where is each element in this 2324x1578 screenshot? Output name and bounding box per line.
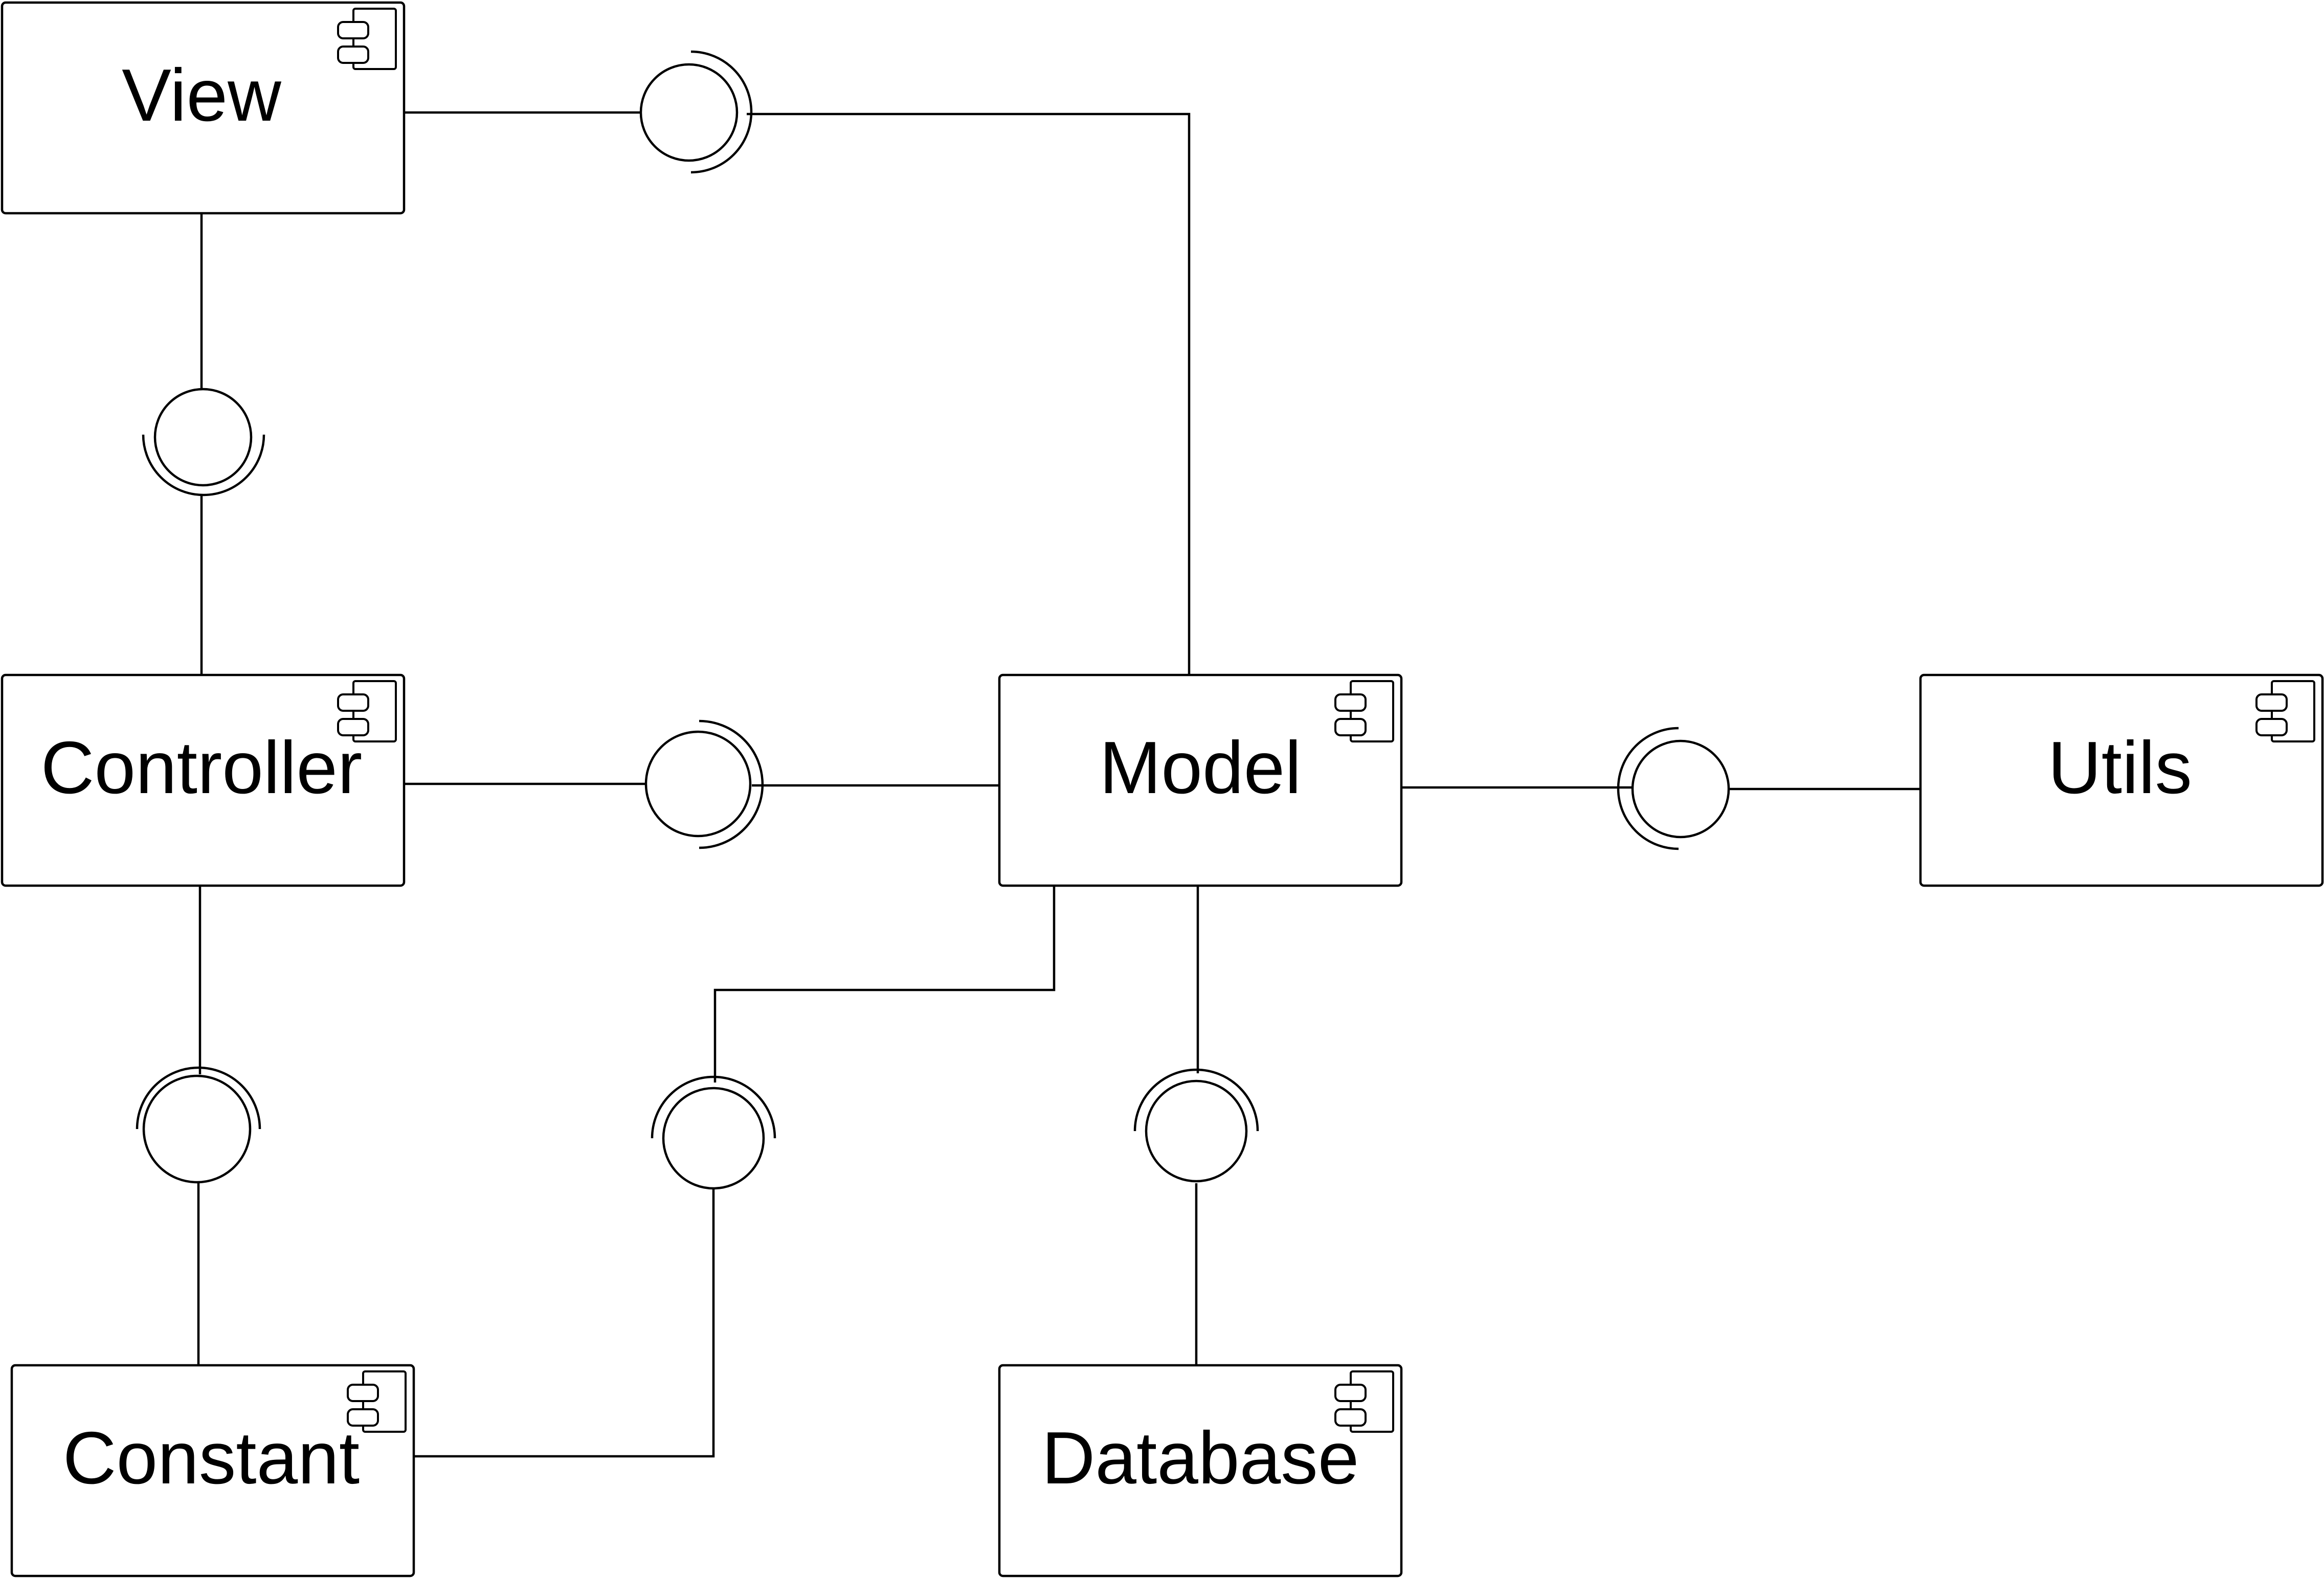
interface-socket — [651, 1075, 776, 1139]
component-box — [1919, 673, 2324, 887]
uml-component-icon — [347, 1370, 407, 1433]
component-box — [1, 1, 406, 215]
component-view[interactable]: View — [1, 1, 406, 215]
connector-model-database — [1195, 886, 1199, 1364]
interface-model-constant — [651, 1075, 776, 1190]
interface-ball — [639, 63, 739, 162]
connector-controller-model — [405, 782, 999, 787]
interface-model-database — [1133, 1068, 1259, 1183]
interface-ball — [1145, 1079, 1248, 1183]
connector-model-utils — [1401, 786, 1920, 791]
component-label-database: Database — [1042, 1416, 1359, 1499]
component-label-view: View — [122, 54, 282, 137]
component-database[interactable]: Database — [998, 1364, 1403, 1577]
interface-ball — [662, 1087, 765, 1190]
uml-component-icon — [2255, 680, 2315, 742]
uml-component-icon — [337, 680, 397, 742]
uml-component-icon — [1334, 680, 1394, 742]
component-model[interactable]: Model — [998, 673, 1403, 887]
interface-model-utils — [1617, 727, 1730, 850]
interface-socket — [136, 1066, 261, 1130]
interface-view-model — [639, 50, 753, 174]
component-label-constant: Constant — [63, 1416, 360, 1499]
uml-component-icon — [1334, 1370, 1394, 1433]
interfaces — [136, 50, 1730, 1190]
interface-ball — [1631, 739, 1730, 839]
interface-socket — [690, 50, 753, 174]
component-utils[interactable]: Utils — [1919, 673, 2324, 887]
component-label-controller: Controller — [41, 726, 363, 809]
uml-component-icon — [337, 8, 397, 70]
component-box — [998, 1364, 1403, 1577]
component-box — [1, 673, 406, 887]
connector-view-model — [405, 111, 1191, 674]
interface-ball — [142, 1074, 252, 1184]
interface-view-controller — [142, 388, 265, 497]
interface-socket — [142, 434, 265, 497]
interface-controller-constant — [136, 1066, 261, 1184]
interface-controller-model — [644, 719, 764, 849]
component-constant[interactable]: Constant — [10, 1364, 415, 1577]
component-controller[interactable]: Controller — [1, 673, 406, 887]
component-label-model: Model — [1100, 726, 1302, 809]
connectors — [197, 111, 1920, 1458]
component-box — [10, 1364, 415, 1577]
interface-socket — [699, 719, 764, 849]
connector-model-constant — [415, 886, 1056, 1458]
component-label-utils: Utils — [2048, 726, 2192, 809]
interface-ball — [644, 730, 752, 838]
component-box — [998, 673, 1403, 887]
interface-ball — [153, 388, 253, 487]
interface-socket — [1133, 1068, 1259, 1132]
interface-socket — [1617, 727, 1679, 850]
connector-controller-constant — [197, 886, 202, 1364]
